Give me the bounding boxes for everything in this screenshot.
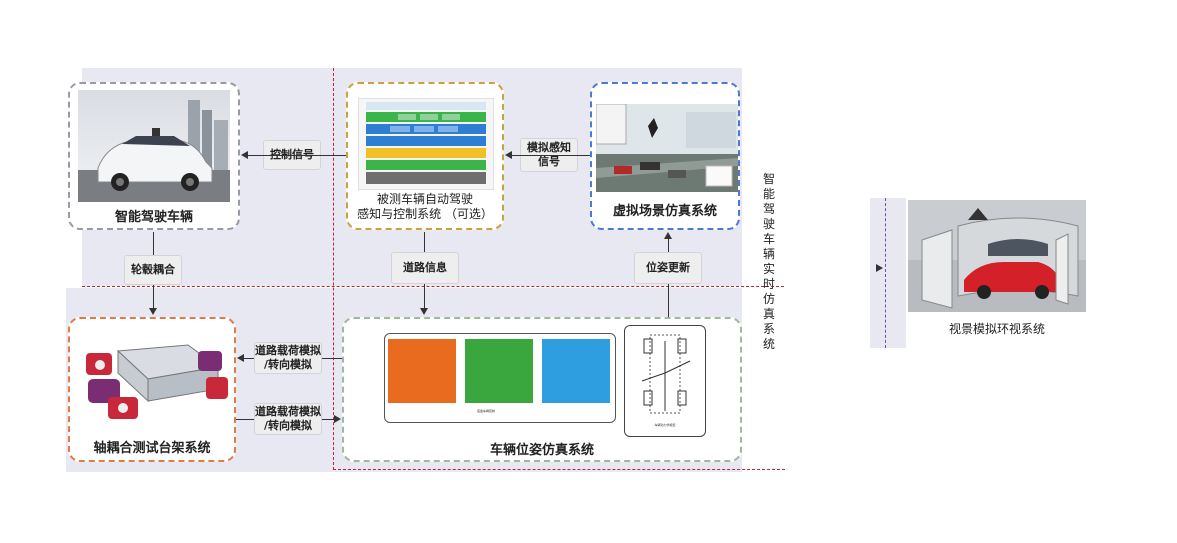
dynamics-model-icon [641, 334, 691, 414]
system-vertical-label: 智能驾驶车辆实时仿真系统 [762, 172, 775, 351]
rig-card-title: 轴耦合测试台架系统 [93, 441, 211, 456]
road-load-2-arrow [334, 415, 341, 423]
ads-card-title: 被测车辆自动驾驶 感知与控制系统 （可选） [357, 192, 493, 221]
pose-block-blue [542, 339, 610, 403]
pose-card-title: 车辆位姿仿真系统 [489, 443, 594, 458]
scene-render-icon [596, 104, 738, 192]
scene-card-title: 虚拟场景仿真系统 [612, 204, 717, 219]
road-info-arrow [420, 308, 428, 315]
test-rig-icon [86, 344, 228, 419]
realtime-boundary-mid [82, 286, 784, 287]
control-signal-arrow [241, 151, 248, 159]
surround-panel-line [885, 198, 886, 348]
rig-card: 轴耦合测试台架系统 [68, 317, 236, 462]
surround-panel-arrow [876, 264, 883, 272]
pose-inner-caption-right: 车辆动力学模型 [654, 423, 676, 427]
surround-caption: 视景模拟环视系统 [948, 322, 1045, 336]
pose-block-green [465, 339, 533, 403]
ads-card: 被测车辆自动驾驶 感知与控制系统 （可选） [346, 82, 504, 230]
surround-panel-bg [870, 198, 906, 348]
pose-update-label: 位姿更新 [634, 252, 702, 284]
car-photo-icon [78, 90, 230, 202]
pose-block-orange [388, 339, 456, 403]
software-stack-icon [358, 98, 494, 190]
surround-view-icon [908, 200, 1086, 312]
wheel-coupling-arrow [149, 308, 157, 315]
pose-card: 底盘车辆控制 车辆动力学模型 车辆位姿仿真系统 [342, 317, 742, 462]
road-load-1-arrow [237, 354, 244, 362]
road-info-label: 道路信息 [391, 252, 459, 284]
scene-card: 虚拟场景仿真系统 [590, 82, 740, 230]
sim-perception-line [512, 155, 590, 156]
realtime-boundary [333, 68, 785, 470]
sim-perception-arrow [505, 151, 512, 159]
pose-update-arrow [664, 232, 672, 239]
pose-inner-caption-left: 底盘车辆控制 [476, 409, 495, 413]
vehicle-card-title: 智能驾驶车辆 [114, 210, 193, 225]
control-signal-line [248, 155, 346, 156]
road-load-2-label: 道路载荷模拟 /转向模拟 [254, 403, 322, 435]
vehicle-card: 智能驾驶车辆 [68, 82, 240, 230]
wheel-coupling-label: 轮毂耦合 [124, 255, 182, 285]
road-load-1-label: 道路载荷模拟 /转向模拟 [254, 342, 322, 374]
